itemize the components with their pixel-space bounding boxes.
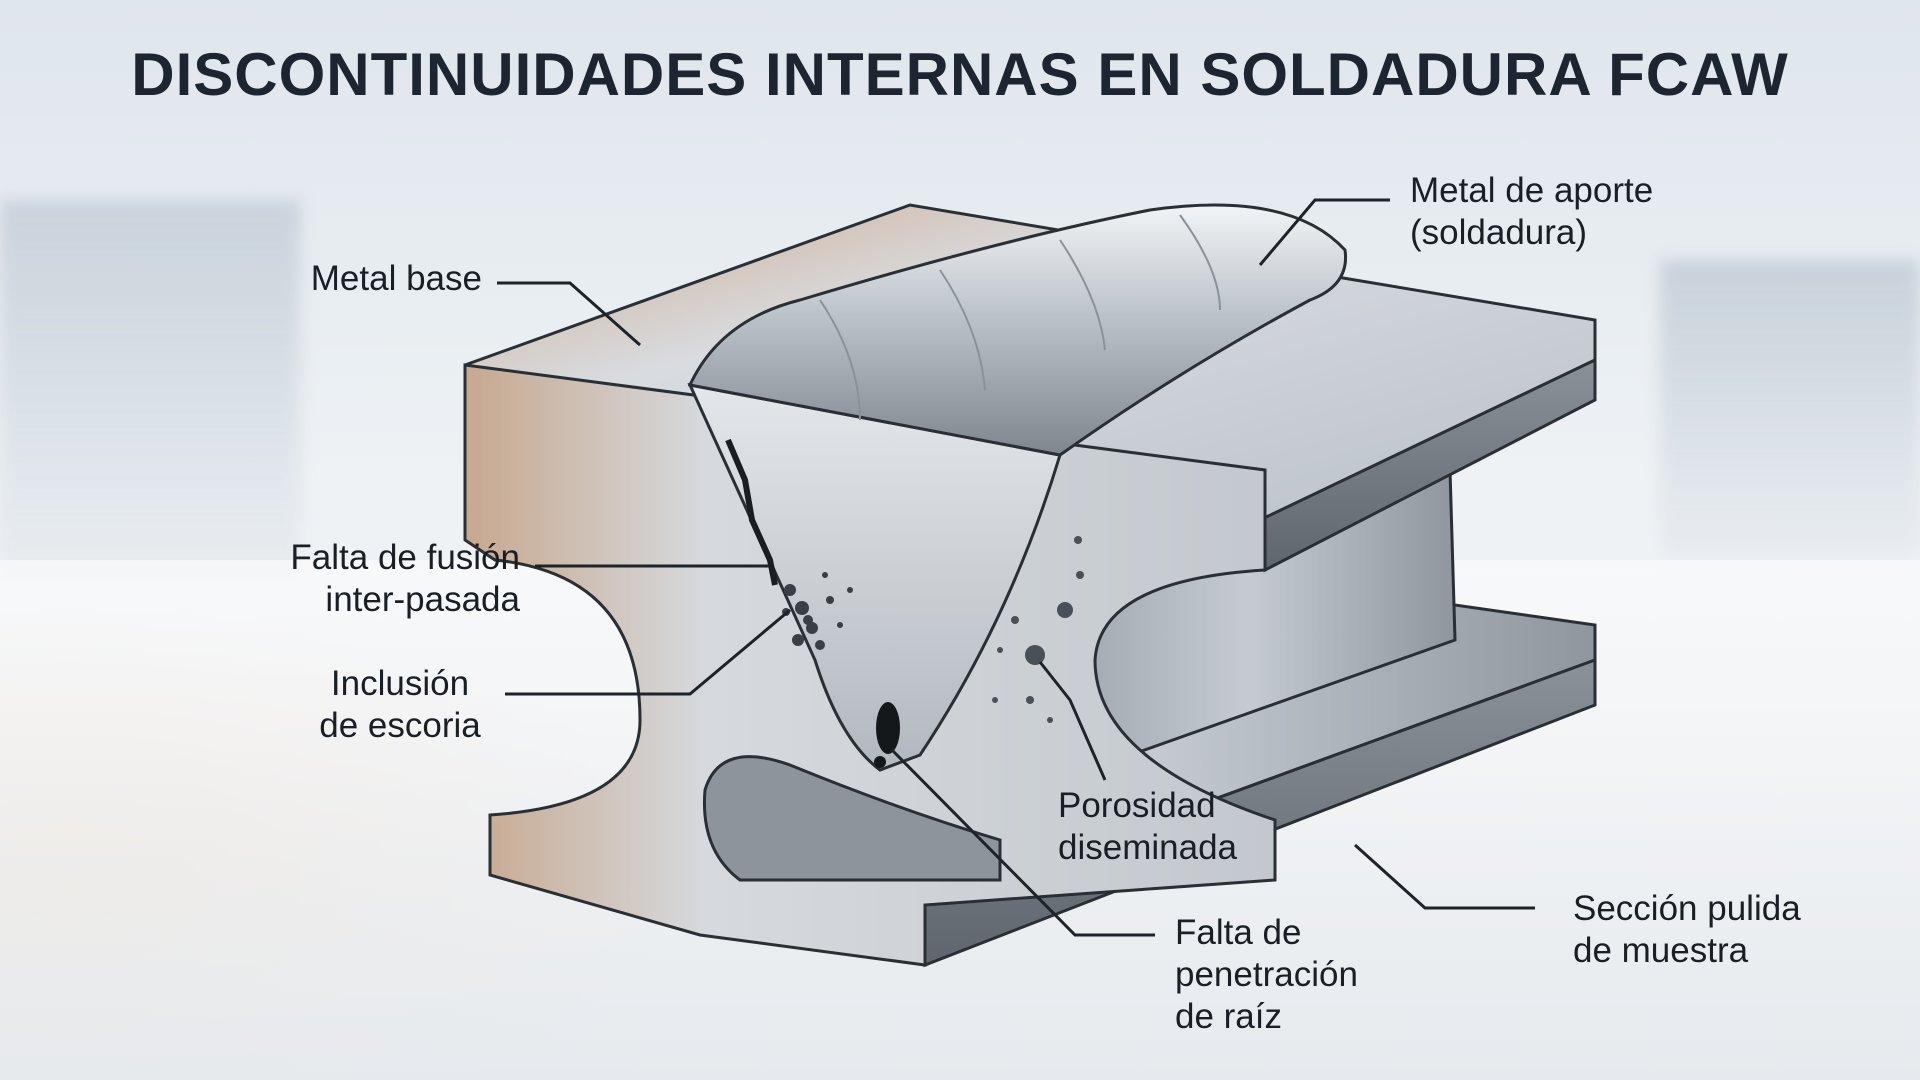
- label-porosidad-line2: diseminada: [1058, 828, 1237, 867]
- label-penetracion-line3: de raíz: [1175, 997, 1282, 1036]
- label-seccion-line2: de muestra: [1573, 931, 1749, 970]
- label-inclusion-line1: Inclusión: [330, 664, 470, 703]
- leader-lines: [497, 198, 1535, 937]
- background-shelf-right: [1660, 260, 1920, 560]
- background-shelf-left: [0, 200, 300, 580]
- lack-of-fusion-crack: [725, 438, 778, 586]
- label-metal-de-aporte-line2: (soldadura): [1410, 213, 1588, 252]
- label-seccion-line1: Sección pulida: [1573, 889, 1801, 928]
- page-title: DISCONTINUIDADES INTERNAS EN SOLDADURA F…: [131, 41, 1789, 108]
- porosity-dots: [992, 536, 1084, 723]
- label-porosidad: Porosidad diseminada: [1058, 785, 1237, 869]
- label-falta-de-fusion-line1: Falta de fusión: [290, 538, 520, 577]
- label-penetracion-line2: penetración: [1175, 955, 1358, 994]
- lower-cavity: [702, 755, 1002, 882]
- label-seccion-pulida: Sección pulida de muestra: [1573, 888, 1801, 972]
- label-porosidad-line1: Porosidad: [1058, 786, 1216, 825]
- label-falta-de-fusion-line2: inter-pasada: [325, 580, 520, 619]
- label-inclusion-line2: de escoria: [319, 706, 481, 745]
- root-penetration-void: [876, 702, 900, 754]
- label-penetracion-line1: Falta de: [1175, 913, 1302, 952]
- label-inclusion-escoria: Inclusión de escoria: [310, 663, 490, 747]
- label-metal-de-aporte-line1: Metal de aporte: [1410, 171, 1654, 210]
- label-metal-base: Metal base: [310, 259, 482, 298]
- label-metal-de-aporte: Metal de aporte (soldadura): [1410, 170, 1653, 254]
- label-falta-penetracion: Falta de penetración de raíz: [1175, 912, 1358, 1038]
- label-falta-de-fusion: Falta de fusión inter-pasada: [290, 537, 520, 621]
- weld-bead-top: [687, 203, 1348, 457]
